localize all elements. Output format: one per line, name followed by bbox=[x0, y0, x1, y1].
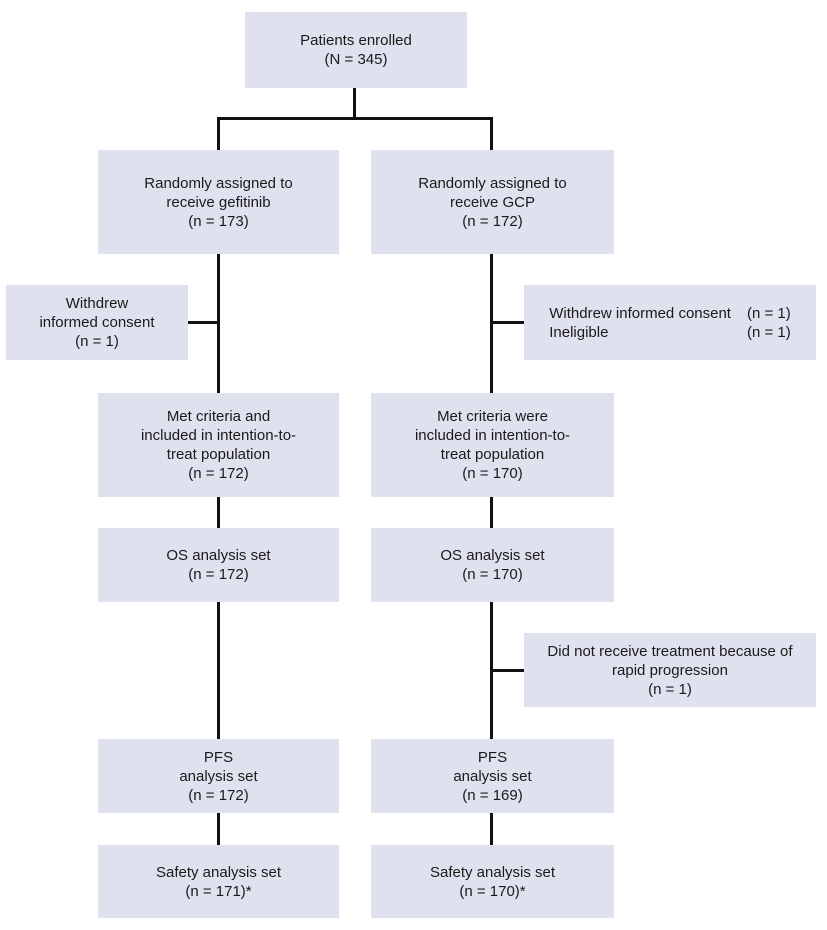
right-itt-line-2: included in intention-to- bbox=[414, 427, 571, 444]
right-no-treatment-line-1: Did not receive treatment because of bbox=[547, 642, 793, 660]
left-itt-count: (n = 172) bbox=[188, 465, 249, 482]
right-exclusion-reason-2: Ineligible bbox=[549, 323, 609, 341]
connector-enrolled-down bbox=[353, 88, 356, 120]
left-safety-label: Safety analysis set bbox=[155, 863, 282, 881]
enrolled-label: Patients enrolled bbox=[300, 32, 412, 49]
right-pfs-box: PFS analysis set (n = 169) bbox=[371, 739, 614, 813]
right-randomized-line-2: receive GCP bbox=[449, 193, 536, 211]
left-itt-line-3: treat population bbox=[166, 446, 271, 463]
left-itt-line-1: Met criteria and bbox=[166, 408, 271, 425]
left-os-label: OS analysis set bbox=[166, 547, 271, 564]
left-randomized-count: (n = 173) bbox=[188, 212, 249, 230]
right-os-box: OS analysis set (n = 170) bbox=[371, 528, 614, 602]
right-os-count: (n = 170) bbox=[462, 566, 523, 583]
right-no-treatment-count: (n = 1) bbox=[648, 680, 692, 698]
connector-left-os-pfs bbox=[217, 602, 220, 739]
left-pfs-box: PFS analysis set (n = 172) bbox=[98, 739, 339, 813]
right-exclusion-count-2: (n = 1) bbox=[746, 323, 791, 341]
left-safety-box: Safety analysis set (n = 171)* bbox=[98, 845, 339, 918]
right-exclusion-box: Withdrew informed consent (n = 1) Inelig… bbox=[524, 285, 816, 360]
left-pfs-line-1: PFS bbox=[203, 748, 234, 766]
connector-right-itt-os bbox=[490, 497, 493, 528]
connector-right-pfs-safety bbox=[490, 813, 493, 845]
connector-left-to-randomized bbox=[217, 117, 220, 150]
right-no-treatment-box: Did not receive treatment because of rap… bbox=[524, 633, 816, 707]
right-itt-line-3: treat population bbox=[440, 446, 545, 463]
right-safety-label: Safety analysis set bbox=[429, 863, 556, 881]
connector-right-no-treatment bbox=[490, 669, 524, 672]
connector-left-pfs-safety bbox=[217, 813, 220, 845]
left-itt-line-2: included in intention-to- bbox=[140, 427, 297, 444]
right-safety-box: Safety analysis set (n = 170)* bbox=[371, 845, 614, 918]
left-exclusion-line-1: Withdrew bbox=[65, 295, 129, 312]
right-randomized-line-1: Randomly assigned to bbox=[418, 174, 567, 192]
left-exclusion-count: (n = 1) bbox=[75, 333, 119, 350]
right-safety-count: (n = 170)* bbox=[459, 882, 526, 900]
left-os-count: (n = 172) bbox=[188, 566, 249, 583]
connector-left-itt-os bbox=[217, 497, 220, 528]
right-pfs-line-2: analysis set bbox=[453, 767, 532, 785]
connector-split bbox=[217, 117, 493, 120]
left-pfs-count: (n = 172) bbox=[188, 786, 249, 804]
enrolled-box: Patients enrolled (N = 345) bbox=[245, 12, 467, 88]
enrolled-count: (N = 345) bbox=[324, 51, 388, 68]
connector-left-exclusion bbox=[188, 321, 220, 324]
left-os-box: OS analysis set (n = 172) bbox=[98, 528, 339, 602]
right-exclusion-reason-1: Withdrew informed consent bbox=[549, 304, 731, 322]
right-exclusion-list: Withdrew informed consent (n = 1) Inelig… bbox=[549, 304, 791, 342]
right-itt-count: (n = 170) bbox=[462, 465, 523, 482]
left-randomized-box: Randomly assigned to receive gefitinib (… bbox=[98, 150, 339, 254]
left-randomized-line-2: receive gefitinib bbox=[166, 193, 271, 211]
left-exclusion-line-2: informed consent bbox=[39, 314, 155, 331]
right-randomized-box: Randomly assigned to receive GCP (n = 17… bbox=[371, 150, 614, 254]
left-exclusion-box: Withdrew informed consent (n = 1) bbox=[6, 285, 188, 360]
right-pfs-count: (n = 169) bbox=[462, 786, 523, 804]
right-pfs-line-1: PFS bbox=[477, 748, 508, 766]
connector-right-to-randomized bbox=[490, 117, 493, 150]
right-itt-line-1: Met criteria were bbox=[437, 408, 548, 425]
right-os-label: OS analysis set bbox=[440, 547, 545, 564]
left-safety-count: (n = 171)* bbox=[185, 882, 252, 900]
right-no-treatment-line-2: rapid progression bbox=[612, 661, 728, 679]
right-itt-box: Met criteria were included in intention-… bbox=[371, 393, 614, 497]
left-pfs-line-2: analysis set bbox=[179, 767, 258, 785]
left-itt-box: Met criteria and included in intention-t… bbox=[98, 393, 339, 497]
right-randomized-count: (n = 172) bbox=[462, 212, 523, 230]
right-exclusion-count-1: (n = 1) bbox=[746, 304, 791, 322]
left-randomized-line-1: Randomly assigned to bbox=[144, 174, 293, 192]
connector-right-exclusion bbox=[490, 321, 524, 324]
